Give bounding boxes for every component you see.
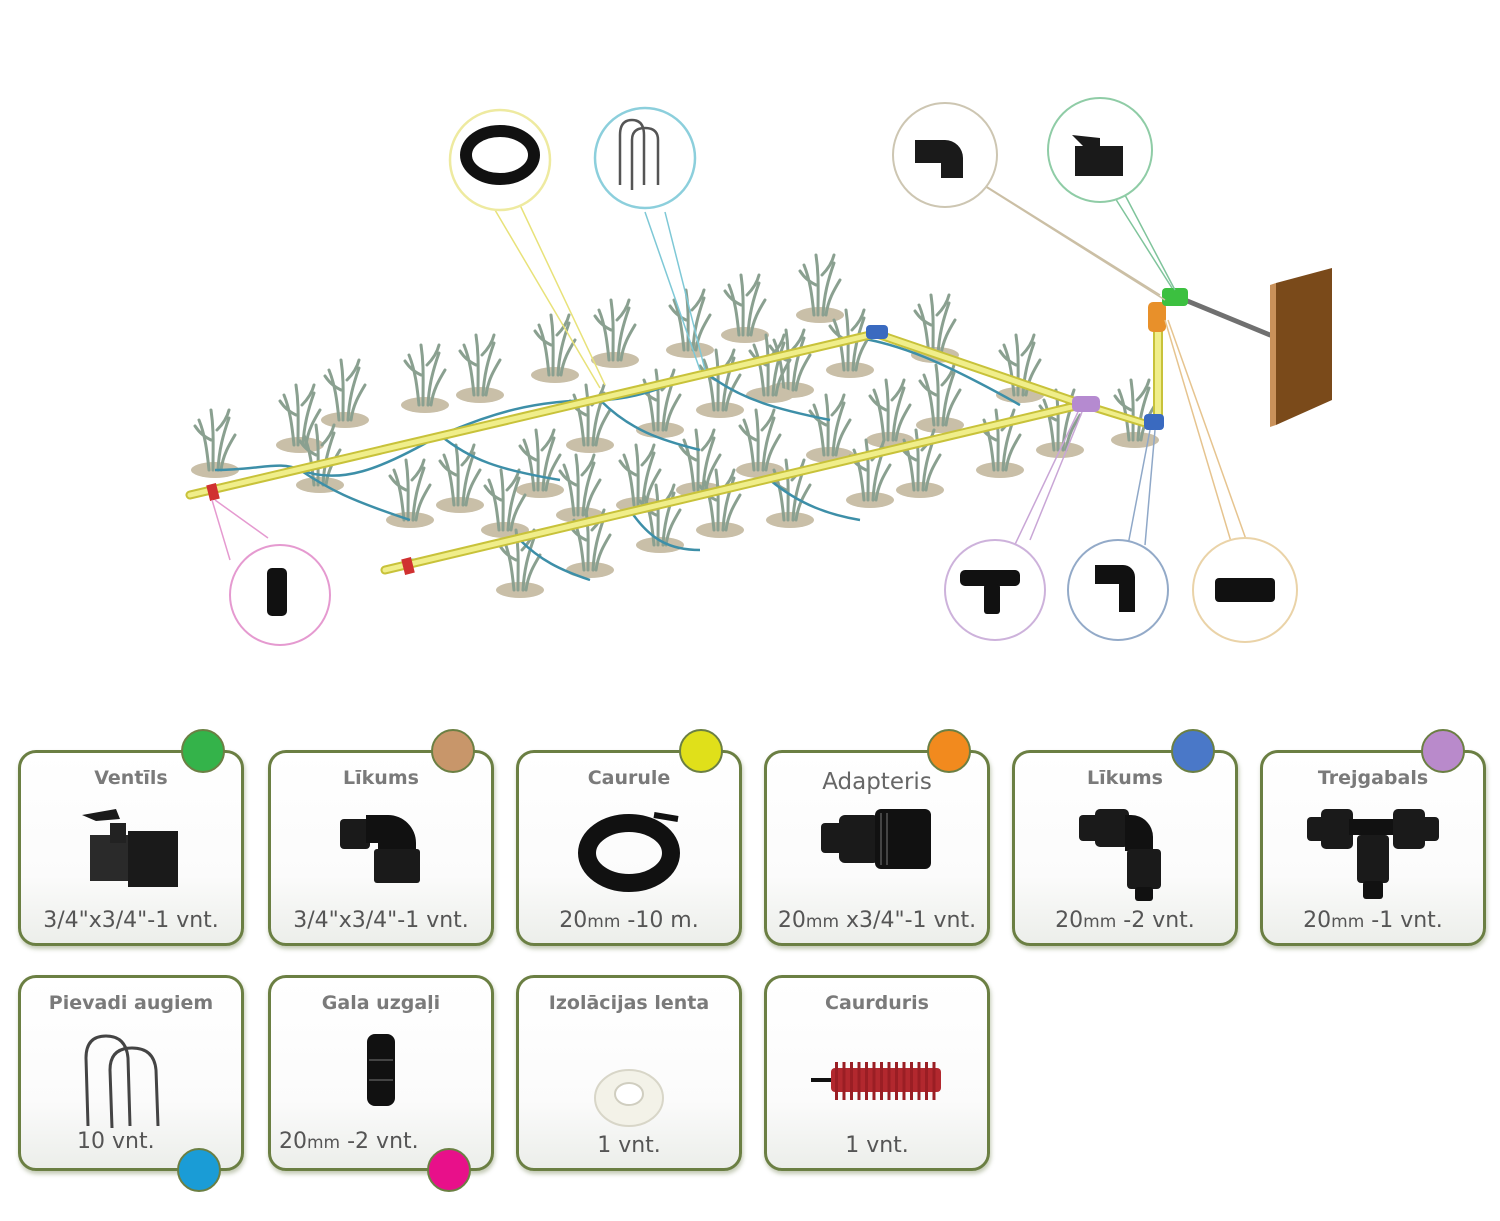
color-marker: [927, 729, 971, 773]
part-name: Līkums: [1087, 767, 1163, 789]
end-cap-icon: [367, 1034, 395, 1106]
callout-likums-20mm: [1067, 539, 1169, 641]
part-quantity: 3/4"x3/4"-1 vnt.: [43, 908, 219, 933]
part-quantity: 20mm x3/4"-1 vnt.: [767, 908, 987, 933]
irrigation-diagram: [185, 97, 1332, 646]
elbow-3-4-icon: [340, 815, 420, 883]
part-name: Pievadi augiem: [48, 992, 214, 1014]
part-quantity: 20mm -2 vnt.: [1015, 908, 1235, 933]
qty-unit: mm: [587, 912, 621, 932]
part-card: Izolācijas lenta 1 vnt.: [516, 975, 742, 1171]
qty-unit: mm: [1331, 912, 1365, 932]
plant: [589, 298, 641, 370]
color-marker: [1171, 729, 1215, 773]
qty-size: 20: [559, 908, 588, 933]
qty-size: 20: [1055, 908, 1084, 933]
qty-unit: mm: [307, 1133, 341, 1153]
qty-size: 20: [279, 1129, 307, 1154]
part-card: Caurule 20mm -10 m.: [516, 729, 742, 946]
stake-icon: [84, 1034, 160, 1129]
plant: [864, 378, 916, 450]
part-card: Līkums 20mm -2 vnt.: [1012, 729, 1238, 946]
part-name: Izolācijas lenta: [548, 992, 710, 1014]
callout-caurule: [448, 108, 552, 212]
tape-roll-icon: [594, 1069, 664, 1127]
adapter-icon: [821, 809, 931, 869]
qty-unit: mm: [1083, 912, 1117, 932]
hole-punch-icon: [811, 1062, 941, 1100]
plant: [384, 458, 436, 530]
callout-trejgabals: [944, 539, 1046, 641]
plant: [479, 468, 531, 540]
elbow-20mm-icon: [1079, 809, 1161, 901]
part-quantity: 20mm -2 vnt.: [279, 1129, 491, 1154]
qty-unit: mm: [805, 912, 840, 932]
part-name: Līkums: [343, 767, 419, 789]
color-marker: [431, 729, 475, 773]
part-quantity: 1 vnt.: [597, 1133, 661, 1158]
plant: [634, 483, 686, 555]
color-marker: [181, 729, 225, 773]
part-name: Caurule: [587, 767, 671, 789]
plant: [514, 428, 566, 500]
part-name: Gala uzgaļi: [321, 992, 441, 1014]
plant: [529, 313, 581, 385]
plant: [734, 408, 786, 480]
part-card: Ventīls 3/4"x3/4"-1 vnt.: [18, 729, 244, 946]
plant: [794, 253, 846, 325]
color-marker: [1421, 729, 1465, 773]
plant: [804, 393, 856, 465]
part-card: Pievadi augiem 10 vnt.: [18, 975, 244, 1192]
fittings: [206, 288, 1188, 575]
part-quantity: 1 vnt.: [845, 1133, 909, 1158]
plant: [434, 443, 486, 515]
qty-amount: -2 vnt.: [1116, 908, 1195, 933]
callout-adapteris: [1192, 537, 1298, 643]
part-card: Caurduris 1 vnt.: [764, 975, 990, 1171]
plant: [189, 408, 241, 480]
callout-likums-3-4: [892, 102, 998, 208]
qty-amount: -1 vnt.: [1364, 908, 1443, 933]
color-marker: [177, 1148, 221, 1192]
plant: [319, 358, 371, 430]
part-quantity: 20mm -1 vnt.: [1263, 908, 1483, 933]
plant: [694, 468, 746, 540]
plant: [454, 333, 506, 405]
callout-leaders: [211, 169, 1249, 561]
color-marker: [427, 1148, 471, 1192]
tee-icon: [1307, 809, 1439, 899]
main-pipes: [185, 297, 1273, 575]
qty-size: 20: [1303, 908, 1332, 933]
plant: [399, 343, 451, 415]
part-name: Adapteris: [822, 769, 932, 795]
part-name: Trejgabals: [1317, 767, 1429, 789]
plant: [719, 273, 771, 345]
part-quantity: 10 vnt.: [77, 1129, 155, 1154]
pipe-coil-icon: [578, 812, 680, 892]
callout-ventils: [1047, 97, 1153, 203]
part-card: Līkums 3/4"x3/4"-1 vnt.: [268, 729, 494, 946]
color-marker: [679, 729, 723, 773]
part-name: Caurduris: [825, 992, 929, 1014]
part-quantity: 20mm -10 m.: [519, 908, 739, 933]
callout-gala-uzgali: [229, 544, 331, 646]
part-name: Ventīls: [94, 767, 168, 789]
valve-icon: [82, 809, 178, 887]
part-card: Trejgabals 20mm -1 vnt.: [1260, 729, 1486, 946]
qty-size: 20: [777, 908, 806, 933]
callout-pievadi: [593, 106, 697, 210]
part-card: Gala uzgaļi 20mm -2 vnt.: [268, 975, 494, 1192]
part-quantity: 3/4"x3/4"-1 vnt.: [293, 908, 469, 933]
plant: [664, 288, 716, 360]
qty-amount: -10 m.: [620, 908, 699, 933]
plant: [914, 363, 966, 435]
part-card: Adapteris 20mm x3/4"-1 vnt.: [764, 729, 990, 946]
qty-amount: -2 vnt.: [340, 1129, 419, 1154]
qty-amount: x3/4"-1 vnt.: [839, 908, 977, 933]
wall-board: [1270, 268, 1332, 427]
